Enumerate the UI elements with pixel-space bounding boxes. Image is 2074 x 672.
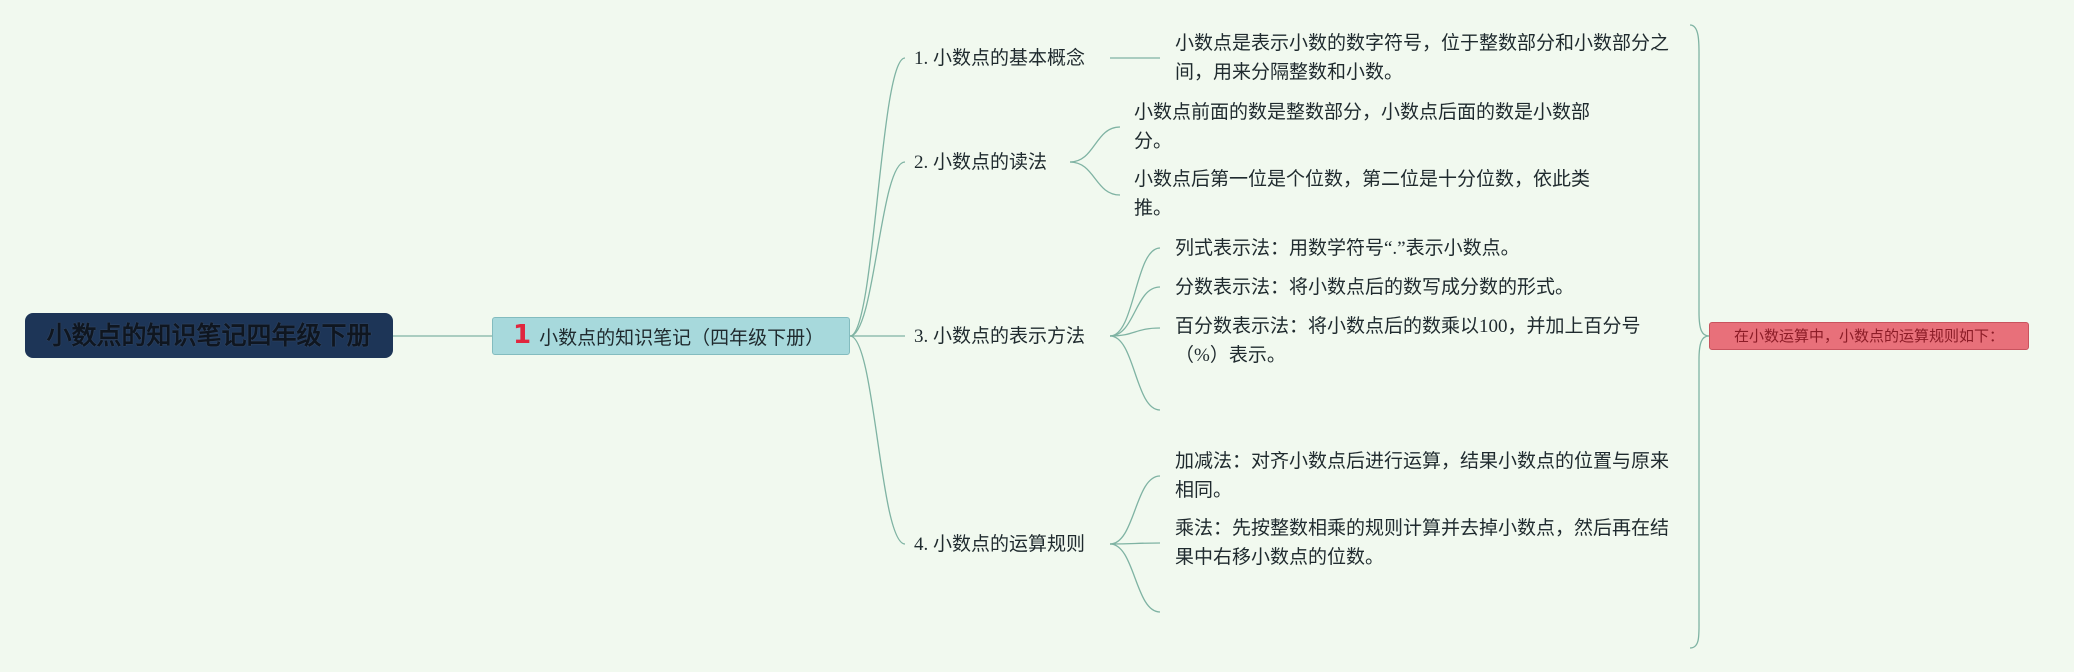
main-topic-label: 小数点的知识笔记（四年级下册） [539, 327, 825, 349]
section-4-leaf-2[interactable]: 乘法：先按整数相乘的规则计算并去掉小数点，然后再在结果中右移小数点的位数。 [1175, 514, 1680, 572]
section-1-leaf-1[interactable]: 小数点是表示小数的数字符号，位于整数部分和小数部分之间，用来分隔整数和小数。 [1175, 29, 1680, 87]
section-4-empty-connector [1109, 543, 1161, 613]
section-4-leaf-1-text: 加减法：对齐小数点后进行运算，结果小数点的位置与原来相同。 [1175, 451, 1670, 501]
summary-bracket [1689, 24, 1710, 649]
section-1-label: 1. 小数点的基本概念 [914, 48, 1086, 69]
root-topic[interactable]: 小数点的知识笔记四年级下册 [25, 313, 393, 358]
section-3-leaf-1-text: 列式表示法：用数学符号“.”表示小数点。 [1175, 238, 1520, 259]
section-2-leaf-1-text: 小数点前面的数是整数部分，小数点后面的数是小数部分。 [1134, 102, 1591, 152]
section-4-topic[interactable]: 4. 小数点的运算规则 [914, 533, 1085, 557]
section-1-leaf-1-text: 小数点是表示小数的数字符号，位于整数部分和小数部分之间，用来分隔整数和小数。 [1175, 33, 1670, 83]
section-3-leaf-2-text: 分数表示法：将小数点后的数写成分数的形式。 [1175, 277, 1575, 298]
summary-tag[interactable]: 在小数运算中，小数点的运算规则如下： [1709, 322, 2029, 350]
root-topic-label: 小数点的知识笔记四年级下册 [46, 321, 372, 350]
section-4-leaf-2-connector [1109, 542, 1161, 545]
section-1-topic[interactable]: 1. 小数点的基本概念 [914, 47, 1085, 71]
section-3-leaf-1[interactable]: 列式表示法：用数学符号“.”表示小数点。 [1175, 234, 1680, 263]
section-2-topic[interactable]: 2. 小数点的读法 [914, 151, 1047, 175]
section-4-leaf-1[interactable]: 加减法：对齐小数点后进行运算，结果小数点的位置与原来相同。 [1175, 447, 1680, 505]
section-3-leaf-3-connector [1109, 327, 1161, 337]
section-3-leaf-3[interactable]: 百分数表示法：将小数点后的数乘以100，并加上百分号（%）表示。 [1175, 312, 1680, 370]
section-4-leaf-1-connector [1109, 475, 1161, 545]
number-one-icon: 1 [513, 320, 532, 350]
section-2-leaf-1-connector [1069, 126, 1121, 163]
section-2-leaf-2-connector [1069, 161, 1121, 196]
section-3-label: 3. 小数点的表示方法 [914, 326, 1086, 347]
section-3-leaf-1-connector [1109, 247, 1161, 337]
section-2-leaf-2-text: 小数点后第一位是个位数，第二位是十分位数，依此类推。 [1134, 169, 1591, 219]
section-2-leaf-2[interactable]: 小数点后第一位是个位数，第二位是十分位数，依此类推。 [1134, 165, 1624, 223]
main-to-section-4-connector [849, 335, 906, 545]
section-2-label: 2. 小数点的读法 [914, 152, 1048, 173]
summary-label: 在小数运算中，小数点的运算规则如下： [1733, 327, 2004, 345]
main-to-section-1-connector [849, 57, 906, 337]
section-3-leaf-2[interactable]: 分数表示法：将小数点后的数写成分数的形式。 [1175, 273, 1680, 302]
main-to-section-2-connector [849, 161, 906, 337]
section-3-topic[interactable]: 3. 小数点的表示方法 [914, 325, 1085, 349]
section-4-leaf-2-text: 乘法：先按整数相乘的规则计算并去掉小数点，然后再在结果中右移小数点的位数。 [1175, 518, 1670, 568]
section-2-leaf-1[interactable]: 小数点前面的数是整数部分，小数点后面的数是小数部分。 [1134, 98, 1624, 156]
section-3-leaf-3-text: 百分数表示法：将小数点后的数乘以100，并加上百分号（%）表示。 [1175, 316, 1641, 366]
section-3-empty-connector [1109, 335, 1161, 411]
section-4-label: 4. 小数点的运算规则 [914, 534, 1086, 555]
main-topic[interactable]: 1 小数点的知识笔记（四年级下册） [492, 317, 850, 355]
section-3-leaf-2-connector [1109, 286, 1161, 337]
